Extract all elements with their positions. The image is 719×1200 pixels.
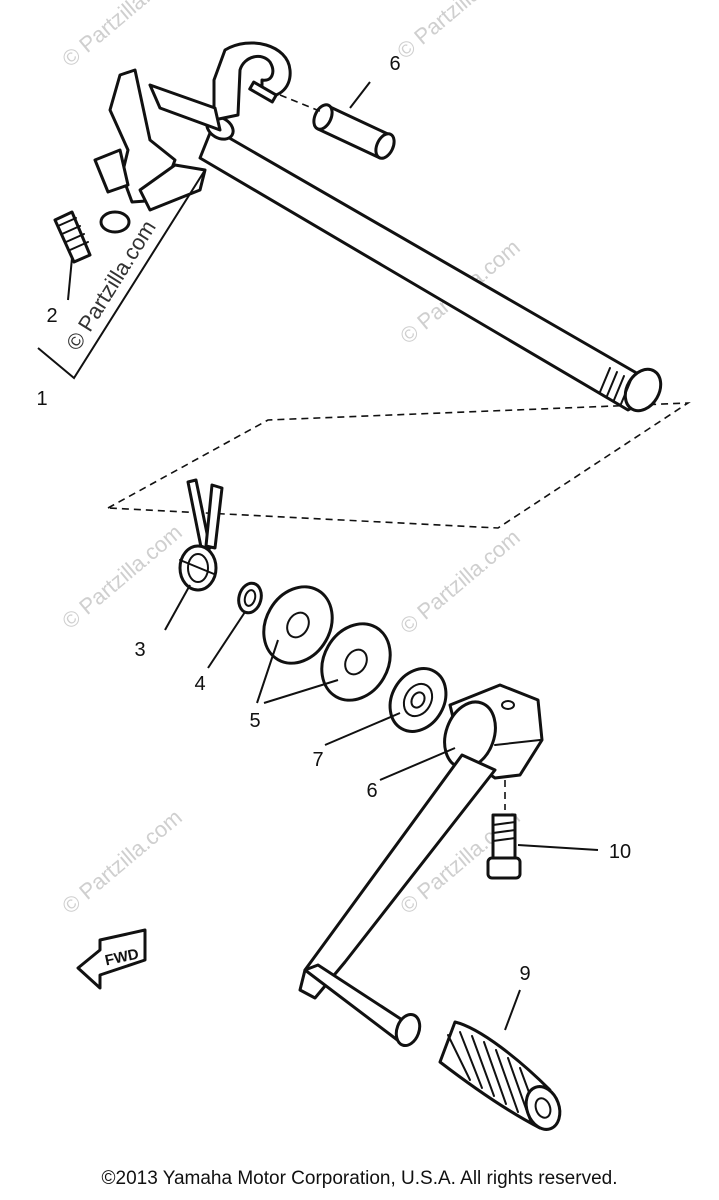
pin: [279, 94, 396, 160]
fwd-arrow: FWD: [76, 928, 147, 990]
callout-4: 4: [194, 673, 205, 695]
washers: [262, 585, 392, 702]
callout-6-pin: 6: [389, 53, 400, 75]
shift-shaft: [93, 41, 663, 413]
footrest-rubber: [438, 1020, 562, 1131]
callout-6-pedal: 6: [366, 780, 377, 802]
callout-numbers: 1 2 3 4 5 6 6 7 9 10: [36, 53, 631, 985]
watermark-text: © Partzilla.com: [395, 524, 525, 638]
return-spring: [178, 478, 224, 592]
callout-3: 3: [134, 639, 145, 661]
watermark-text: © Partzilla.com: [57, 519, 187, 633]
leader-lines: [37, 81, 599, 1031]
callout-10: 10: [609, 841, 631, 863]
watermark-text: © Partzilla.com: [392, 0, 522, 64]
shift-pedal: [298, 683, 544, 1047]
callout-9: 9: [519, 963, 530, 985]
oil-seal: [388, 667, 448, 733]
callout-1: 1: [36, 388, 47, 410]
watermark-text: © Partzilla.com: [57, 0, 187, 72]
small-spring: [53, 210, 92, 264]
callout-7: 7: [312, 749, 323, 771]
callout-5: 5: [249, 710, 260, 732]
circlip: [237, 581, 263, 615]
callout-2: 2: [46, 305, 57, 327]
assembly-outline: [105, 402, 691, 529]
copyright-notice: ©2013 Yamaha Motor Corporation, U.S.A. A…: [101, 1168, 618, 1189]
bolt: [486, 813, 522, 880]
fwd-label: FWD: [103, 946, 140, 970]
watermark-text: © Partzilla.com: [57, 804, 187, 918]
